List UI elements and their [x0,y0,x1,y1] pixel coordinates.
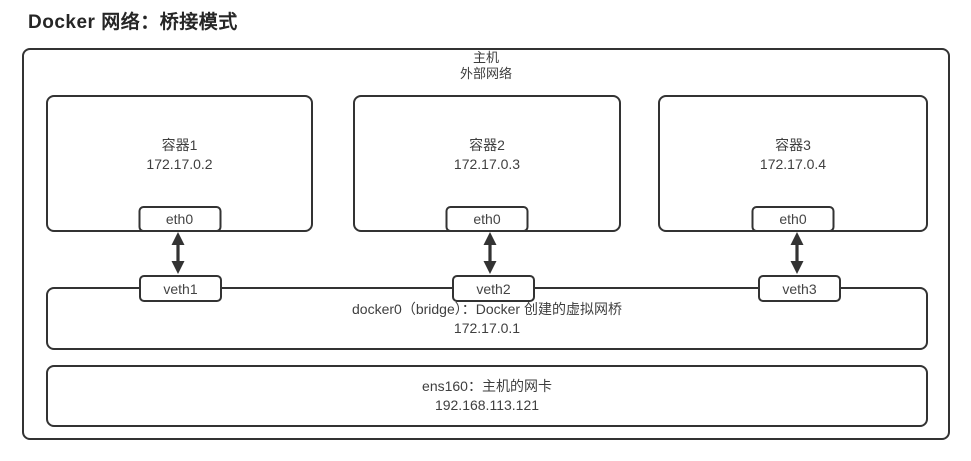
docker0-bridge-box: veth1 veth2 veth3 docker0（bridge）：Docker… [46,275,928,350]
container2-ip: 172.17.0.3 [453,155,521,172]
double-arrow-icon [790,232,804,274]
container3-box: 容器3 172.17.0.4 eth0 [658,95,928,232]
host-label: 主机 外部网络 [22,50,950,82]
container1-name: 容器1 [161,136,198,153]
container3-label: 容器3 172.17.0.4 [760,136,826,174]
container1-label: 容器1 172.17.0.2 [146,136,212,174]
page-title: Docker 网络：桥接模式 [28,12,238,33]
veth3-box: veth3 [758,275,841,302]
container1-ip: 172.17.0.2 [146,155,213,172]
veth1-box: veth1 [139,275,222,302]
veth2-box: veth2 [452,275,535,302]
container3-eth0-box: eth0 [751,206,835,232]
container2-name: 容器2 [469,136,505,153]
ens160-nic-box: ens160：主机的网卡 192.168.113.121 [46,365,928,427]
nic-label-block: ens160：主机的网卡 192.168.113.121 [422,377,552,415]
bridge-label: docker0（bridge）：Docker 创建的虚拟网桥 [352,300,622,317]
container2-label: 容器2 172.17.0.3 [454,136,520,174]
double-arrow-icon [171,232,185,274]
container2-box: 容器2 172.17.0.3 eth0 [353,95,621,232]
container1-box: 容器1 172.17.0.2 eth0 [46,95,313,232]
nic-ip: 192.168.113.121 [434,397,540,413]
container3-ip: 172.17.0.4 [759,155,827,172]
container1-eth0-box: eth0 [138,206,221,232]
container2-eth0-box: eth0 [445,206,529,232]
bridge-ip: 172.17.0.1 [453,319,521,336]
host-label-line2: 外部网络 [459,66,512,81]
host-label-line1: 主机 [472,50,499,65]
nic-label: ens160：主机的网卡 [422,378,552,394]
container3-name: 容器3 [775,136,811,153]
double-arrow-icon [483,232,497,274]
